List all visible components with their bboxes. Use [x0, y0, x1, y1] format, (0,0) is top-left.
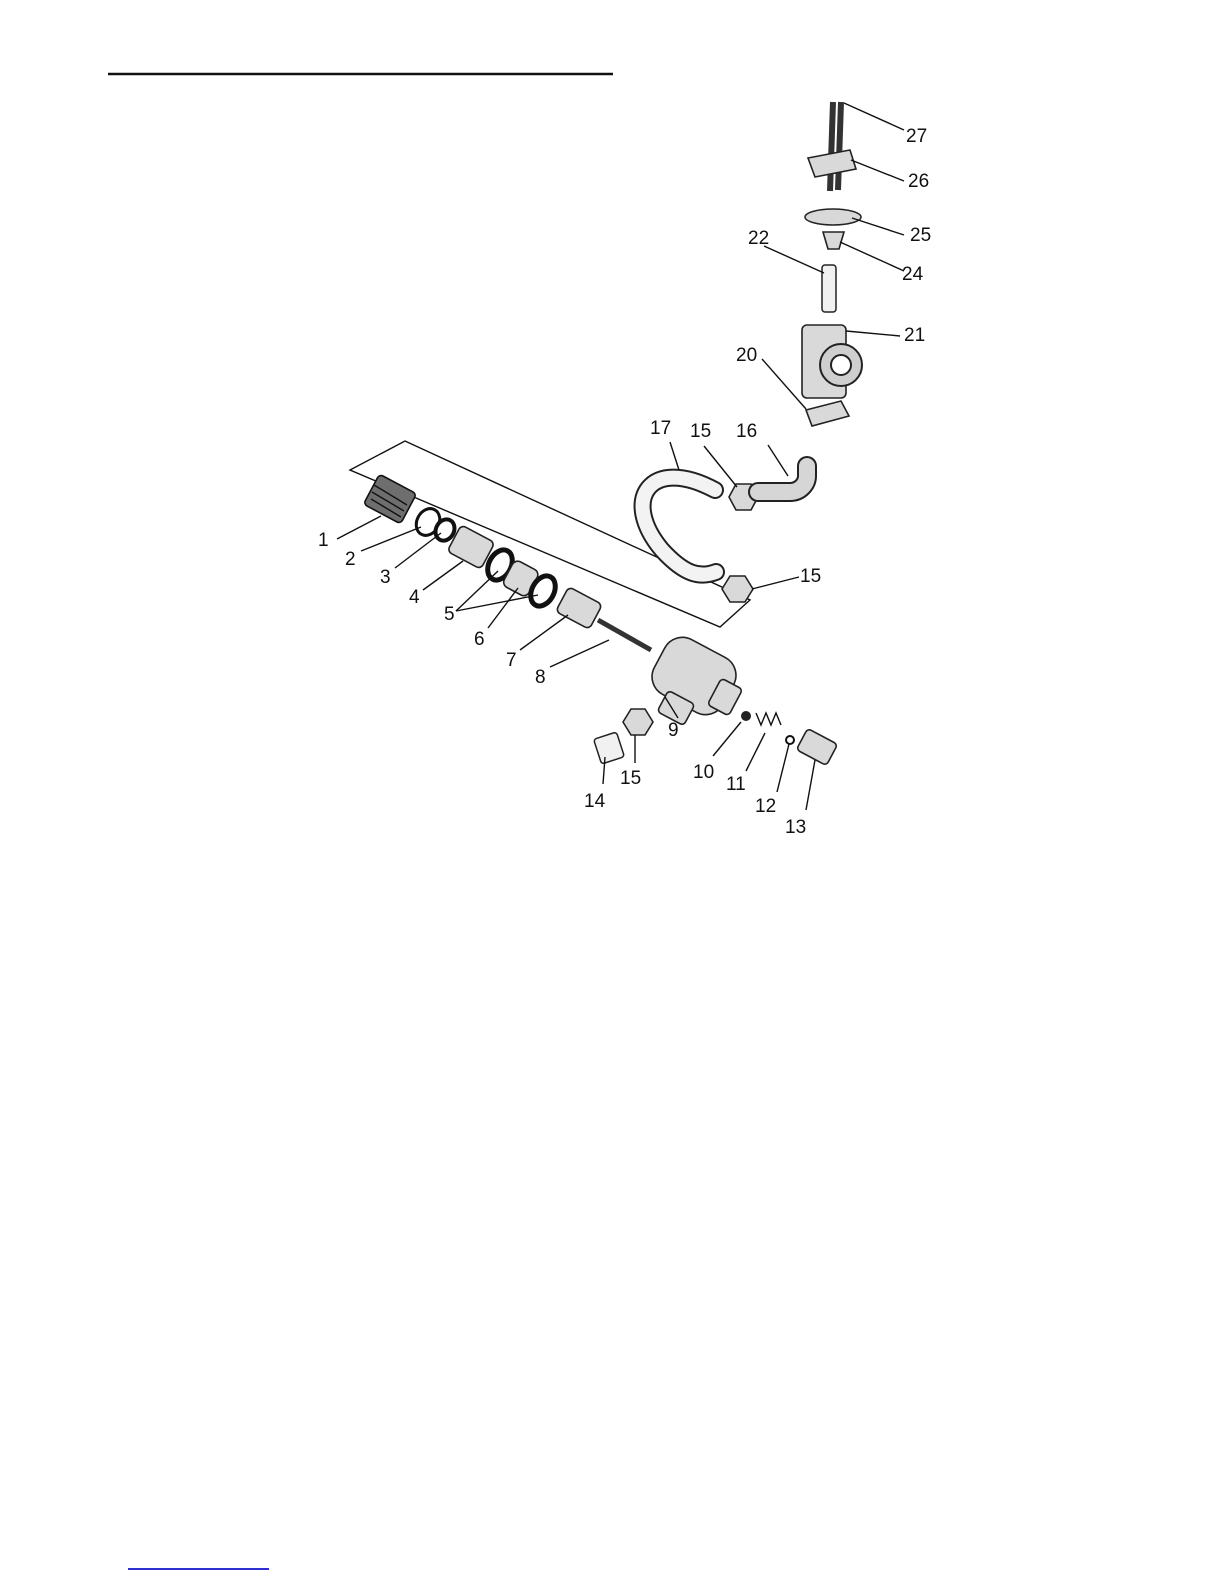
part-16-elbow-fill: [758, 466, 807, 492]
callout-16: 16: [736, 421, 757, 442]
callout-15-lower: 15: [620, 768, 641, 789]
upper-valve-parts: [802, 102, 862, 426]
callout-12: 12: [755, 796, 776, 817]
part-24-needle: [823, 232, 844, 249]
callout-2: 2: [345, 549, 356, 570]
callout-24: 24: [902, 264, 924, 285]
callout-1: 1: [318, 530, 329, 551]
callout-14: 14: [584, 791, 606, 812]
callout-21: 21: [904, 325, 925, 346]
part-15-right-nut: [722, 576, 753, 602]
part-8-stem: [598, 620, 651, 650]
part-20-gasket: [806, 401, 849, 426]
part-13-end-cap: [796, 728, 837, 765]
callout-5: 5: [444, 604, 455, 625]
part-10-small-seal: [741, 711, 751, 721]
callout-15-right: 15: [800, 566, 821, 587]
callout-17: 17: [650, 418, 671, 439]
callout-10: 10: [693, 762, 714, 783]
valve-subassembly-parts: [363, 474, 837, 765]
part-17-hose-inner: [643, 478, 716, 575]
callout-8: 8: [535, 667, 546, 688]
part-7-guide: [556, 587, 603, 630]
callout-13: 13: [785, 817, 806, 838]
part-15-lower-nut: [623, 709, 653, 735]
leader-lines: [337, 103, 904, 810]
callout-15-upper: 15: [690, 421, 711, 442]
part-26-handle: [808, 150, 856, 177]
part-21-valve-block: [802, 325, 862, 398]
callout-4: 4: [409, 587, 420, 608]
footer-link-line[interactable]: [128, 1568, 269, 1570]
part-25-gasket: [805, 209, 861, 225]
callout-11: 11: [726, 774, 746, 795]
callout-25: 25: [910, 225, 931, 246]
callout-9: 9: [668, 720, 679, 741]
part-9-valve-housing: [645, 630, 743, 725]
part-12-washer: [786, 736, 794, 744]
part-27-screw-shaft: [838, 102, 841, 190]
part-22-tube: [822, 265, 836, 312]
callout-20: 20: [736, 345, 757, 366]
callout-6: 6: [474, 629, 485, 650]
callout-3: 3: [380, 567, 391, 588]
part-6-cage: [502, 559, 540, 598]
callout-26: 26: [908, 171, 929, 192]
part-27-screw: [830, 102, 833, 191]
callout-7: 7: [506, 650, 517, 671]
callout-27: 27: [906, 126, 927, 147]
part-14-sleeve: [594, 732, 625, 764]
part-11-spring: [756, 713, 781, 725]
callout-22: 22: [748, 228, 769, 249]
part-1-threaded-fitting: [363, 474, 416, 524]
